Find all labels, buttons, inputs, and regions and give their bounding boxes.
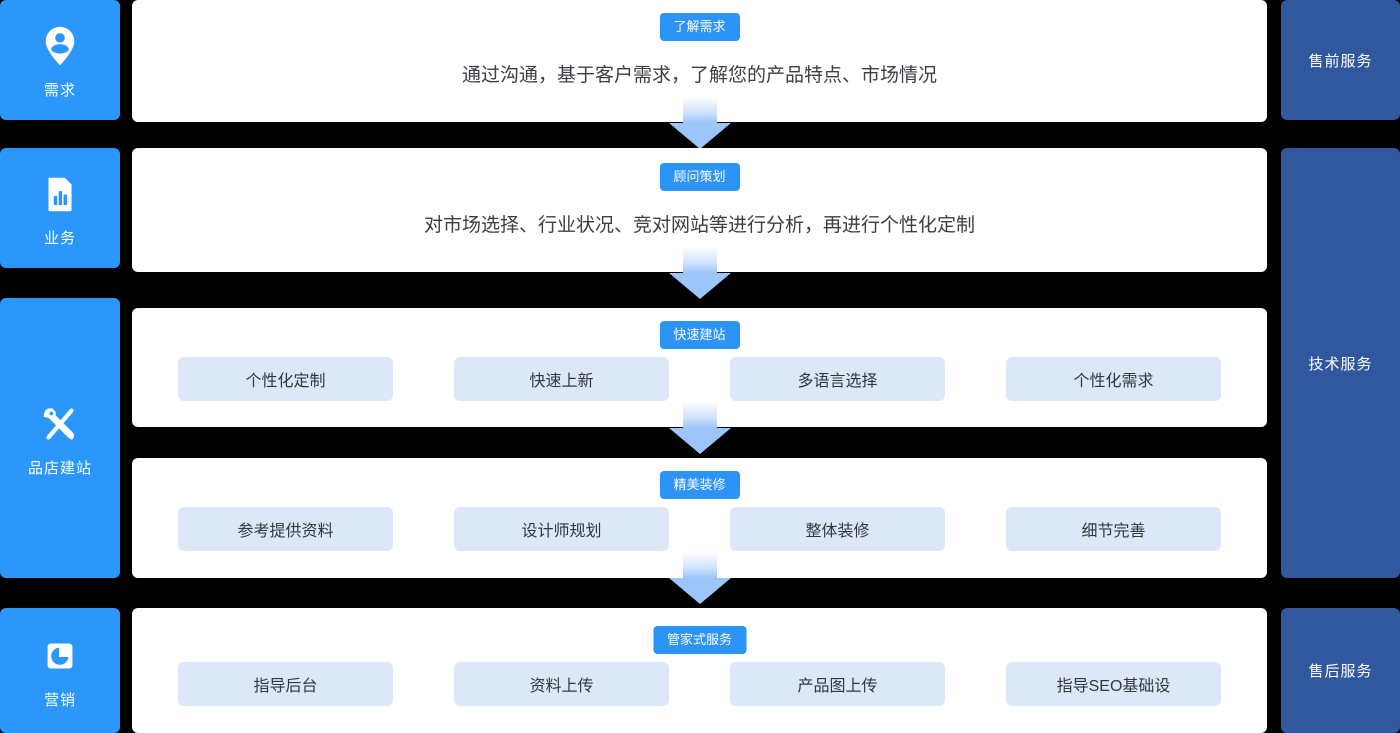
step-panel-5: 管家式服务 指导后台 资料上传 产品图上传 指导SEO基础设 bbox=[132, 608, 1267, 733]
user-pin-icon bbox=[37, 23, 83, 69]
tag-item[interactable]: 个性化定制 bbox=[178, 357, 393, 401]
step-panel-1: 了解需求 通过沟通，基于客户需求，了解您的产品特点、市场情况 bbox=[132, 0, 1267, 122]
tag-item[interactable]: 参考提供资料 bbox=[178, 507, 393, 551]
sidebar-item-label: 售后服务 bbox=[1308, 663, 1373, 680]
sidebar-item-marketing[interactable]: 营销 bbox=[0, 608, 120, 733]
tag-item[interactable]: 指导SEO基础设 bbox=[1006, 662, 1221, 706]
sidebar-item-label: 业务 bbox=[43, 229, 76, 247]
step-tag-row-5: 指导后台 资料上传 产品图上传 指导SEO基础设 bbox=[178, 662, 1221, 706]
arrow-head bbox=[669, 578, 731, 604]
sidebar-item-technical-service[interactable]: 技术服务 bbox=[1281, 148, 1400, 578]
tag-item[interactable]: 整体装修 bbox=[730, 507, 945, 551]
step-description-2: 对市场选择、行业状况、竞对网站等进行分析，再进行个性化定制 bbox=[423, 215, 975, 236]
tag-item[interactable]: 个性化需求 bbox=[1006, 357, 1221, 401]
sidebar-item-label: 技术服务 bbox=[1308, 355, 1373, 373]
step-tag-row-3: 个性化定制 快速上新 多语言选择 个性化需求 bbox=[178, 357, 1221, 401]
sidebar-item-label: 需求 bbox=[43, 81, 76, 99]
sidebar-item-label: 售前服务 bbox=[1308, 52, 1373, 70]
tag-item[interactable]: 快速上新 bbox=[454, 357, 669, 401]
tag-item[interactable]: 细节完善 bbox=[1006, 507, 1221, 551]
tag-item[interactable]: 设计师规划 bbox=[454, 507, 669, 551]
step-panel-4: 精美装修 参考提供资料 设计师规划 整体装修 细节完善 bbox=[132, 458, 1267, 578]
step-panel-3: 快速建站 个性化定制 快速上新 多语言选择 个性化需求 bbox=[132, 308, 1267, 427]
tag-item[interactable]: 指导后台 bbox=[178, 662, 393, 706]
step-tag-row-4: 参考提供资料 设计师规划 整体装修 细节完善 bbox=[178, 507, 1221, 551]
arrow-head bbox=[669, 273, 731, 299]
tag-item[interactable]: 产品图上传 bbox=[730, 662, 945, 706]
bar-chart-document-icon bbox=[37, 171, 83, 217]
step-badge-1: 了解需求 bbox=[659, 13, 740, 41]
step-description-1: 通过沟通，基于客户需求，了解您的产品特点、市场情况 bbox=[461, 65, 937, 86]
sidebar-item-requirement[interactable]: 需求 bbox=[0, 0, 120, 120]
sidebar-item-label: 营销 bbox=[43, 692, 76, 709]
sidebar-item-store-build[interactable]: 品店建站 bbox=[0, 298, 120, 578]
arrow-head bbox=[669, 428, 731, 454]
tag-item[interactable]: 多语言选择 bbox=[730, 357, 945, 401]
step-badge-4: 精美装修 bbox=[659, 471, 740, 499]
sidebar-item-presale-service[interactable]: 售前服务 bbox=[1281, 0, 1400, 120]
step-badge-2: 顾问策划 bbox=[659, 163, 740, 191]
step-badge-3: 快速建站 bbox=[659, 321, 740, 349]
sidebar-item-label: 品店建站 bbox=[27, 459, 92, 477]
sidebar-item-aftersale-service[interactable]: 售后服务 bbox=[1281, 608, 1400, 733]
tools-icon bbox=[37, 401, 83, 447]
step-panel-2: 顾问策划 对市场选择、行业状况、竞对网站等进行分析，再进行个性化定制 bbox=[132, 148, 1267, 272]
tag-item[interactable]: 资料上传 bbox=[454, 662, 669, 706]
arrow-head bbox=[669, 123, 731, 149]
sidebar-item-business[interactable]: 业务 bbox=[0, 148, 120, 268]
pie-chart-icon bbox=[37, 633, 83, 679]
step-badge-5: 管家式服务 bbox=[652, 626, 747, 654]
